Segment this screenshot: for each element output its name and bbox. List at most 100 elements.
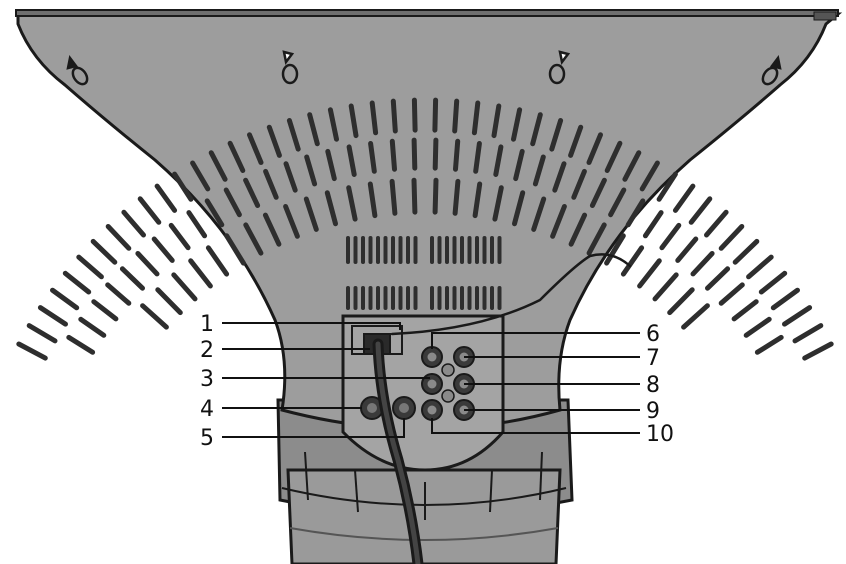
vent-slot (471, 100, 481, 136)
vent-slot (16, 341, 48, 361)
vent-slot (681, 303, 710, 330)
vent-slot (571, 168, 587, 200)
vent-slot (411, 137, 418, 171)
vent-slot (552, 161, 567, 193)
vent-slot (705, 266, 731, 291)
vent-slot (325, 148, 337, 182)
socket-pin (427, 405, 437, 415)
vent-slot (50, 287, 80, 311)
callout-6: 6 (646, 322, 660, 347)
vent-slot (608, 187, 627, 218)
vent-slot (227, 140, 246, 173)
vent-slot (802, 341, 834, 361)
vent-slot (492, 185, 504, 222)
vent-slot (550, 204, 567, 239)
vent-slot (659, 222, 682, 251)
vent-slot (91, 299, 119, 322)
vent-slot (283, 161, 298, 193)
vent-slot (26, 323, 58, 344)
vent-slot (637, 258, 662, 289)
vent-slot (90, 238, 118, 265)
vent-slot (432, 177, 439, 215)
vent-slot (368, 141, 377, 174)
vent-slot (758, 270, 788, 295)
mounting-holes (66, 50, 782, 86)
connector-panel (341, 314, 505, 472)
vent-slot (327, 107, 339, 142)
vent-slot (121, 209, 146, 238)
vent-slot (491, 103, 502, 139)
vent-slot (754, 334, 784, 355)
vent-slot (549, 118, 564, 152)
vent-slot (367, 181, 378, 219)
vent-slot (688, 196, 713, 225)
vent-slot (656, 171, 678, 202)
vent-slot (263, 168, 279, 200)
sensor-wire (390, 253, 632, 336)
vent-slot (513, 148, 525, 182)
vent-slot (283, 204, 300, 239)
vent-slot (718, 282, 745, 306)
vent-slot (530, 112, 543, 147)
vent-slot (531, 196, 547, 232)
vent-slot (622, 150, 642, 182)
vent-slot (642, 210, 664, 239)
vent-slot (140, 303, 169, 330)
vent-slot (604, 140, 623, 173)
socket-pin (427, 352, 437, 362)
vent-slot (78, 316, 107, 338)
callout-labels: 1 2 3 4 5 6 7 8 9 10 (200, 312, 674, 451)
vent-slot (190, 160, 211, 192)
vent-slot (639, 160, 660, 192)
vent-slot (792, 323, 824, 344)
vent-slot (432, 137, 439, 171)
vent-slot (732, 238, 760, 265)
vent-slot (411, 177, 418, 215)
vent-slot (171, 272, 198, 302)
vent-slot (620, 245, 645, 277)
vent-slot (224, 233, 246, 266)
vent-slot (389, 138, 397, 172)
vent-slot (586, 132, 603, 165)
vent-slot (266, 124, 282, 158)
vent-slot (243, 222, 264, 256)
vent-slot (604, 233, 626, 266)
base-column-band (289, 527, 559, 541)
callout-8: 8 (646, 373, 660, 398)
vent-slot (568, 124, 584, 158)
vent-slot (675, 236, 699, 263)
callout-7: 7 (646, 346, 660, 371)
vent-slot (247, 132, 264, 165)
vent-slot (672, 183, 696, 213)
vent-slot (348, 103, 359, 139)
vent-slot (512, 190, 526, 227)
vent-slot (743, 316, 772, 338)
vent-slot (746, 254, 774, 280)
vent-slot (667, 287, 695, 316)
callout-5: 5 (200, 426, 214, 451)
vent-slot (493, 144, 504, 177)
vent-slot (432, 97, 439, 133)
vent-slot (151, 236, 175, 263)
callout-4: 4 (200, 397, 214, 422)
vent-slot (62, 270, 92, 295)
vent-slot (205, 245, 230, 277)
vent-slot (411, 97, 418, 133)
vent-slot (472, 181, 483, 219)
vent-slot (346, 144, 357, 177)
callout-2: 2 (200, 338, 214, 363)
vent-slot (718, 224, 745, 251)
vent-slot (568, 212, 588, 247)
vent-slot (208, 150, 228, 182)
vent-slot (770, 287, 800, 311)
vent-slot (135, 251, 160, 277)
vent-slot (625, 198, 646, 228)
vent-slot (389, 178, 398, 216)
vent-slot (704, 209, 729, 238)
vent-slot (172, 171, 194, 202)
vent-slot (223, 187, 242, 218)
vent-slot (473, 141, 482, 174)
vent-slot (66, 334, 96, 355)
vent-slot (243, 177, 261, 208)
